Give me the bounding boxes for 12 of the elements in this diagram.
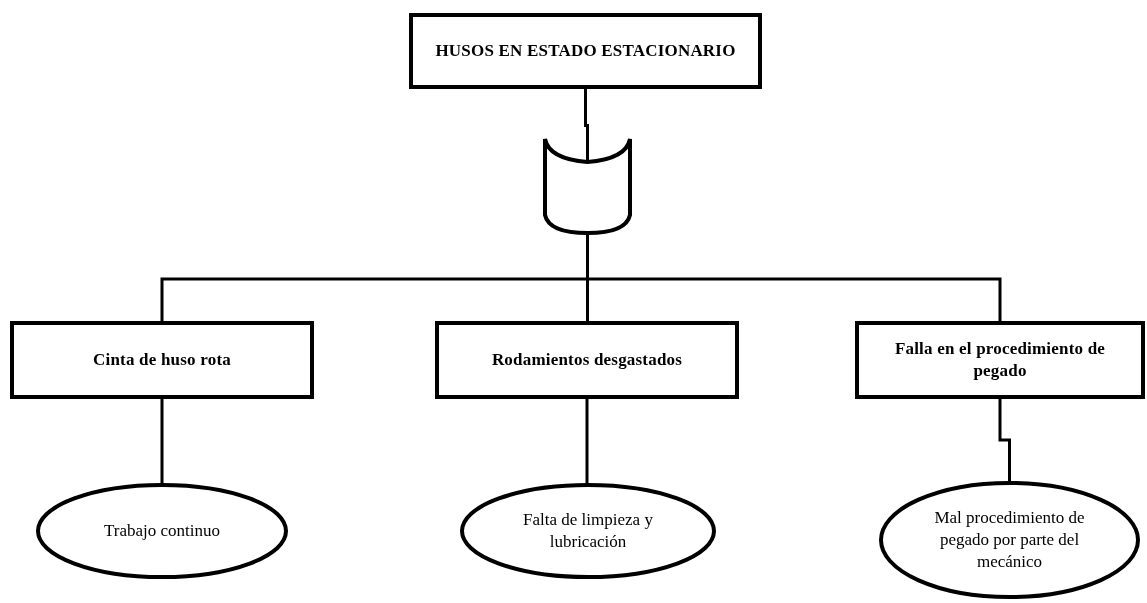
connector-line: [998, 399, 1011, 481]
cause-text: Falta de limpieza y lubricación: [522, 508, 654, 553]
cause-text: Mal procedimiento de pegado por parte del mecánico: [933, 506, 1086, 574]
event-box: Falla en el procedimiento de pegado: [855, 321, 1145, 399]
cause-text: Trabajo continuo: [103, 519, 221, 542]
connector-line: [584, 89, 589, 162]
event-box: Rodamientos desgastados: [435, 321, 739, 399]
event-box: HUSOS EN ESTADO ESTACIONARIO: [409, 13, 762, 89]
event-box: Cinta de huso rota: [10, 321, 314, 399]
connector-line: [160, 399, 164, 483]
connector-line: [586, 235, 1002, 321]
connector-line: [585, 399, 589, 483]
